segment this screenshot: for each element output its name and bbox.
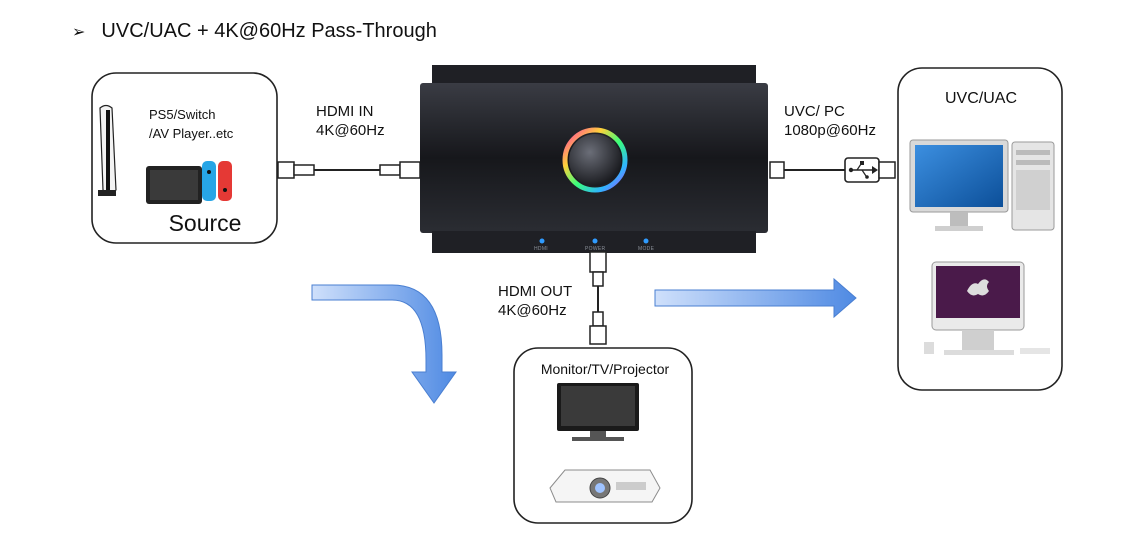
source-devices-line2: /AV Player..etc (149, 126, 234, 141)
source-devices-label: PS5/Switch /AV Player..etc (149, 105, 233, 143)
page-title-text: UVC/UAC + 4K@60Hz Pass-Through (101, 20, 437, 42)
tv-icon (557, 383, 639, 441)
desktop-computer-icon (909, 139, 1055, 231)
hdmi-out-cable (589, 251, 607, 345)
bullet-arrow-icon: ➢ (72, 23, 86, 41)
usb-cable (769, 157, 896, 183)
flow-arrow-down (311, 284, 457, 404)
led-label-power: POWER (585, 246, 606, 252)
uvc-pc-line2: 1080p@60Hz (784, 122, 876, 139)
led-label-hdmi: HDMI (534, 246, 548, 252)
uvc-uac-title: UVC/UAC (944, 90, 1017, 107)
hdmi-led-icon (539, 238, 545, 244)
source-box (91, 72, 278, 244)
led-label-mode: MODE (638, 246, 655, 252)
power-led-icon (592, 238, 598, 244)
handheld-console-icon (146, 161, 232, 204)
uvc-pc-line1: UVC/ PC (784, 103, 845, 120)
projector-icon (549, 469, 661, 503)
monitor-box-title: Monitor/TV/Projector (540, 361, 670, 377)
capture-device (420, 65, 768, 253)
rgb-ring-icon (562, 127, 628, 193)
page-title: ➢ UVC/UAC + 4K@60Hz Pass-Through (72, 20, 437, 43)
game-console-icon (98, 104, 117, 196)
source-devices-line1: PS5/Switch (149, 107, 216, 122)
imac-icon (924, 261, 1050, 355)
hdmi-in-label: HDMI IN 4K@60Hz (316, 102, 385, 140)
hdmi-in-cable (277, 161, 421, 179)
source-caption: Source (168, 210, 242, 236)
mode-led-icon (643, 238, 649, 244)
flow-arrow-right (654, 277, 857, 319)
hdmi-out-label: HDMI OUT 4K@60Hz (498, 282, 572, 320)
control-knob (569, 134, 621, 186)
hdmi-in-line2: 4K@60Hz (316, 122, 385, 139)
usb-icon (848, 161, 878, 179)
uvc-pc-label: UVC/ PC 1080p@60Hz (784, 102, 876, 140)
hdmi-in-line1: HDMI IN (316, 103, 374, 120)
hdmi-out-line2: 4K@60Hz (498, 302, 567, 319)
hdmi-out-line1: HDMI OUT (498, 283, 573, 300)
